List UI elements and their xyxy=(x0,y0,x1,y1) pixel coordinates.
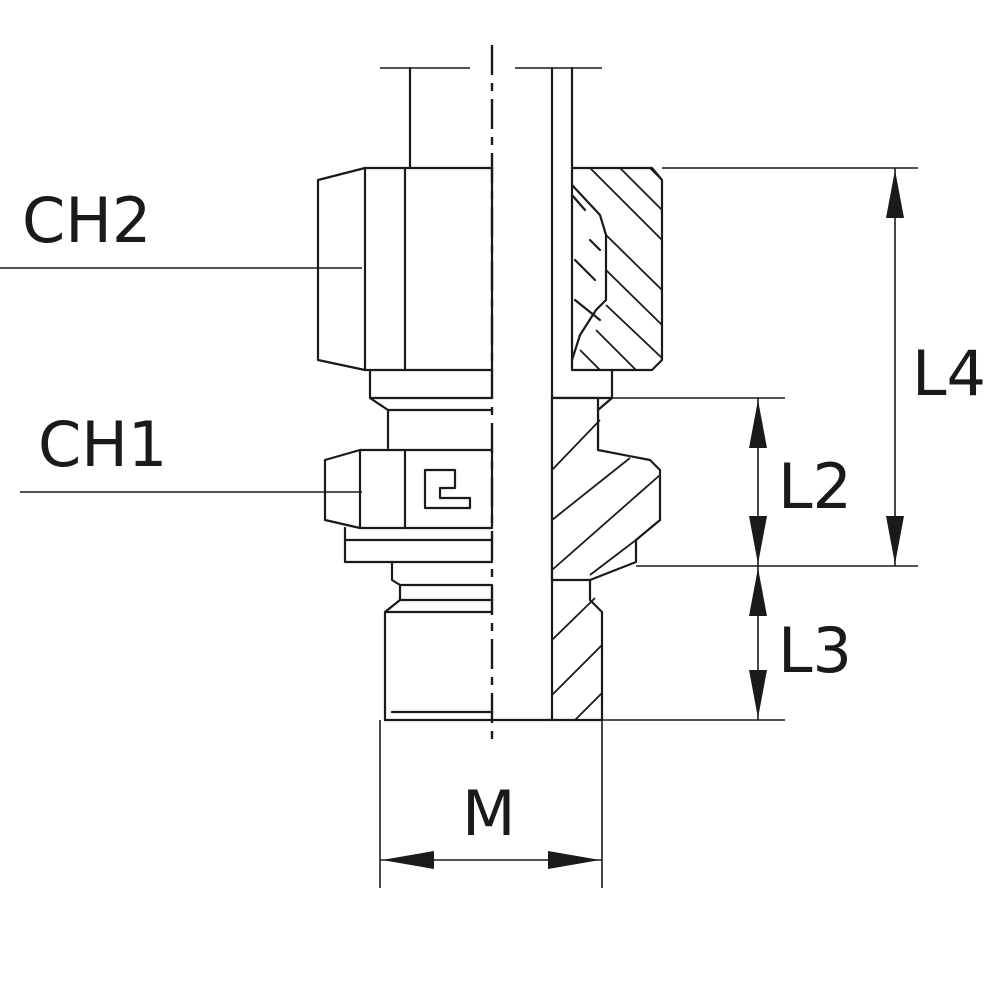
body-hex-ch1 xyxy=(323,448,494,564)
logo-mark xyxy=(423,468,472,510)
dimension-l2 xyxy=(749,398,767,566)
label-m: M xyxy=(462,777,516,850)
nut-ch2-section xyxy=(570,166,664,372)
label-ch1: CH1 xyxy=(38,408,167,481)
nut-ch2-exterior xyxy=(316,166,494,372)
body-section xyxy=(550,396,662,582)
thread-stud xyxy=(383,560,604,722)
label-l4: L4 xyxy=(912,337,986,410)
dimension-l4 xyxy=(886,168,904,566)
label-l3: L3 xyxy=(778,614,852,687)
label-l2: L2 xyxy=(778,450,852,523)
label-ch2: CH2 xyxy=(22,184,151,257)
dimension-l3 xyxy=(749,566,767,720)
dimension-m xyxy=(380,851,602,869)
tube xyxy=(380,66,602,722)
